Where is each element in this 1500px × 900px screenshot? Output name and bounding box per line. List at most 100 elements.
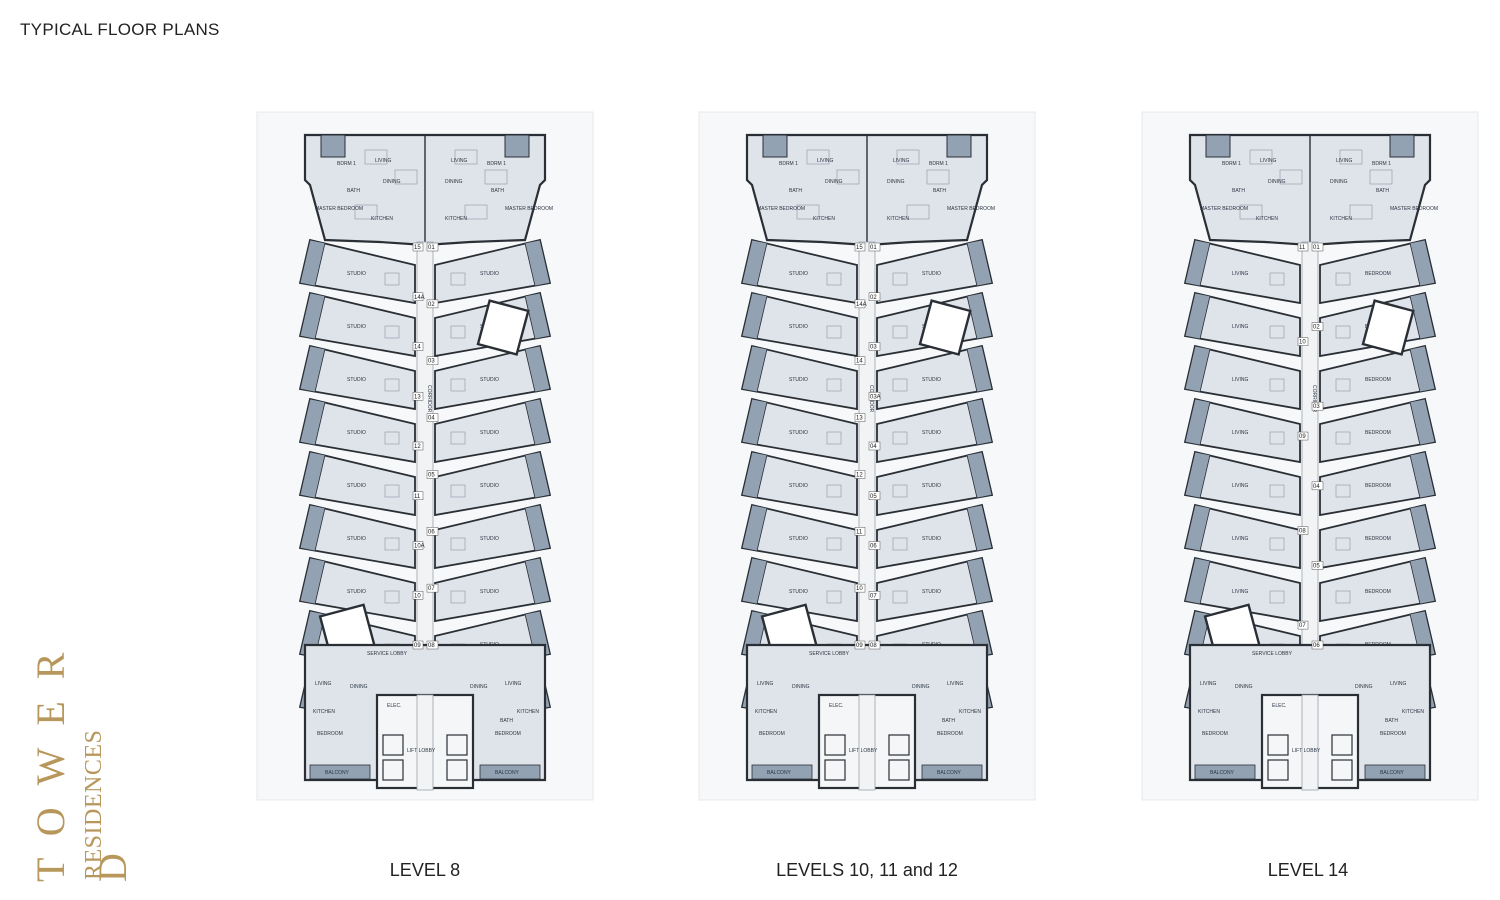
right-balcony [1409, 504, 1436, 552]
right-balcony [966, 398, 993, 446]
unit-number-box [412, 441, 424, 451]
room-label: LIVING [1232, 536, 1249, 542]
room-label: MASTER BEDROOM [1390, 206, 1438, 212]
right-bath [450, 431, 466, 445]
unit-number-box [412, 292, 424, 301]
right-balcony [524, 451, 551, 499]
unit-number-right: 02 [870, 295, 877, 301]
room-label: KITCHEN [371, 216, 393, 222]
lift-lobby-corridor [1301, 694, 1319, 791]
left-balcony [741, 292, 768, 340]
room-label: STUDIO [922, 430, 941, 436]
unit-number-right: 05 [870, 494, 877, 500]
room-label: BEDROOM [937, 731, 963, 737]
right-balcony [966, 557, 993, 605]
room-label: BDRM 1 [1372, 161, 1391, 167]
room-label: KITCHEN [959, 709, 981, 715]
left-balcony [741, 345, 768, 393]
unit-number-left: 11 [1299, 245, 1306, 251]
lift-shaft [888, 759, 910, 781]
room-label: BDRM 1 [487, 161, 506, 167]
unit-number-box [854, 242, 866, 252]
lift-shaft [382, 734, 404, 756]
unit-number-right: 07 [870, 593, 877, 599]
unit-number-box [1311, 640, 1324, 650]
room-label: BATH [942, 718, 955, 724]
unit-number-right: 06 [428, 529, 435, 535]
left-balcony [741, 557, 768, 605]
right-bath [450, 484, 466, 498]
right-balcony [1409, 557, 1436, 605]
room-label: ELEC. [829, 703, 843, 709]
unit-number-left: 08 [1299, 529, 1306, 535]
left-bath [826, 537, 842, 551]
right-bath [1335, 431, 1351, 445]
room-label: STUDIO [480, 430, 499, 436]
unit-number-left: 10A [414, 544, 425, 550]
left-bath [384, 325, 400, 339]
room-label: KITCHEN [313, 709, 335, 715]
room-label: LIFT LOBBY [407, 748, 436, 754]
unit-number-box [1297, 337, 1309, 346]
room-partition [484, 169, 508, 185]
balcony-bottom-left [751, 764, 813, 780]
left-bath [384, 272, 400, 286]
room-label: BALCONY [325, 770, 350, 776]
left-bath [384, 590, 400, 604]
right-balcony [524, 557, 551, 605]
balcony-top-right [504, 134, 530, 158]
unit-number-left: 15 [414, 245, 421, 251]
room-label: BATH [933, 188, 946, 194]
unit-number-left: 14 [414, 345, 421, 351]
unit-number-box [868, 242, 881, 252]
room-label: STUDIO [347, 483, 366, 489]
room-partition [906, 204, 930, 220]
corridor-label: CORRIDOR [426, 385, 432, 413]
right-balcony [524, 345, 551, 393]
right-balcony [524, 292, 551, 340]
room-label: BEDROOM [317, 731, 343, 737]
balcony-bottom-right [1364, 764, 1426, 780]
room-label: BEDROOM [1365, 536, 1391, 542]
right-bath [1335, 325, 1351, 339]
room-label: STUDIO [347, 377, 366, 383]
lift-shaft [1267, 734, 1289, 756]
room-label: STUDIO [347, 324, 366, 330]
lift-shaft [824, 759, 846, 781]
right-bath [450, 272, 466, 286]
right-balcony [1409, 345, 1436, 393]
unit-number-right: 07 [428, 586, 435, 592]
unit-number-left: 11 [414, 494, 421, 500]
left-bath [826, 590, 842, 604]
stair-core-right [918, 299, 972, 356]
unit-number-left: 09 [856, 643, 863, 649]
unit-number-box [854, 640, 866, 650]
unit-number-box [868, 541, 881, 550]
room-label: LIVING [1232, 271, 1249, 277]
unit-number-left: 09 [1299, 434, 1306, 440]
unit-number-left: 11 [856, 529, 863, 535]
unit-number-box [426, 242, 439, 252]
right-bath [450, 537, 466, 551]
unit-number-box [426, 583, 439, 593]
unit-number-box [412, 491, 424, 500]
left-balcony [741, 504, 768, 552]
room-label: STUDIO [480, 377, 499, 383]
room-label: LIVING [757, 681, 774, 687]
lift-shaft [1267, 759, 1289, 781]
room-label: LIVING [1232, 324, 1249, 330]
plan-caption-level-8: LEVEL 8 [389, 860, 461, 880]
unit-number-box [1311, 561, 1324, 570]
room-partition [464, 204, 488, 220]
left-bath [826, 484, 842, 498]
unit-number-box [412, 242, 424, 252]
room-label: MASTER BEDROOM [315, 206, 363, 212]
right-bath [1335, 484, 1351, 498]
unit-number-right: 01 [1313, 245, 1320, 251]
unit-number-left: 15 [856, 245, 863, 251]
room-partition [1349, 204, 1373, 220]
unit-number-left: 13 [414, 394, 421, 400]
